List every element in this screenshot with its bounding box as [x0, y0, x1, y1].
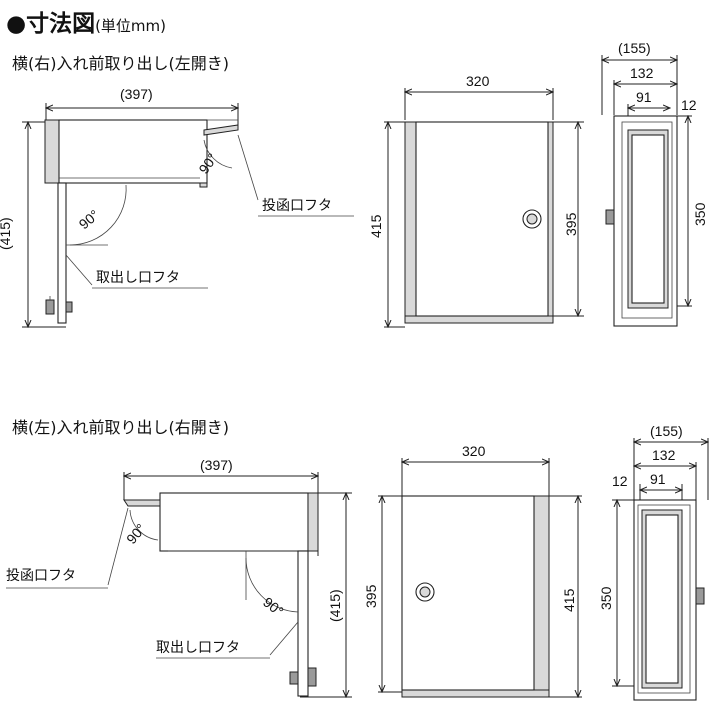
side-view-2: (397) (415) 90° 投函口フタ 90° 取出し口フタ: [6, 457, 352, 697]
depth-view-2: (155) 132 91 12 350: [598, 423, 708, 701]
depth-inner-1: 91: [636, 89, 652, 105]
section-heading-1: 横(右)入れ前取り出し(左開き): [12, 54, 229, 73]
side-width-1: (397): [120, 86, 153, 102]
depth-total-1: (155): [618, 40, 651, 56]
side-height-2: (415): [327, 589, 343, 622]
depth-lid-1: 12: [681, 97, 697, 113]
diagram-title: ●寸法図(単位mm): [6, 11, 167, 37]
depth-inner-2: 91: [650, 471, 666, 487]
front-height-door-2: 395: [363, 584, 379, 608]
front-width-1: 320: [466, 73, 490, 89]
front-height-outer-1: 415: [368, 214, 384, 238]
angle-door-2: 90°: [260, 594, 287, 620]
depth-height-2: 350: [598, 586, 614, 610]
angle-lid-2: 90°: [123, 520, 149, 547]
takeout-lid-label-1: 取出し口フタ: [96, 270, 180, 286]
depth-total-2: (155): [650, 423, 683, 439]
side-height-1: (415): [0, 217, 13, 250]
side-width-2: (397): [200, 457, 233, 473]
depth-lid-2: 12: [612, 473, 628, 489]
depth-body-2: 132: [652, 447, 676, 463]
takeout-lid-label-2: 取出し口フタ: [156, 640, 240, 656]
front-height-door-1: 395: [563, 212, 579, 236]
depth-body-1: 132: [630, 65, 654, 81]
front-width-2: 320: [462, 443, 486, 459]
front-view-1: 320 415 395: [368, 73, 584, 327]
depth-height-1: 350: [692, 202, 708, 226]
section-heading-2: 横(左)入れ前取り出し(右開き): [12, 418, 229, 437]
side-view-1: (397) (415) 90° 投函口フタ 90° 取出し口フタ: [0, 86, 354, 327]
unit-label: (単位mm): [95, 17, 167, 35]
insert-lid-label-2: 投函口フタ: [6, 568, 76, 584]
insert-lid-label-1: 投函口フタ: [262, 198, 332, 214]
angle-door-1: 90°: [76, 206, 103, 232]
front-height-outer-2: 415: [561, 588, 577, 612]
depth-view-1: (155) 132 91 12 350: [602, 40, 708, 327]
front-view-2: 320 395 415: [363, 443, 582, 697]
